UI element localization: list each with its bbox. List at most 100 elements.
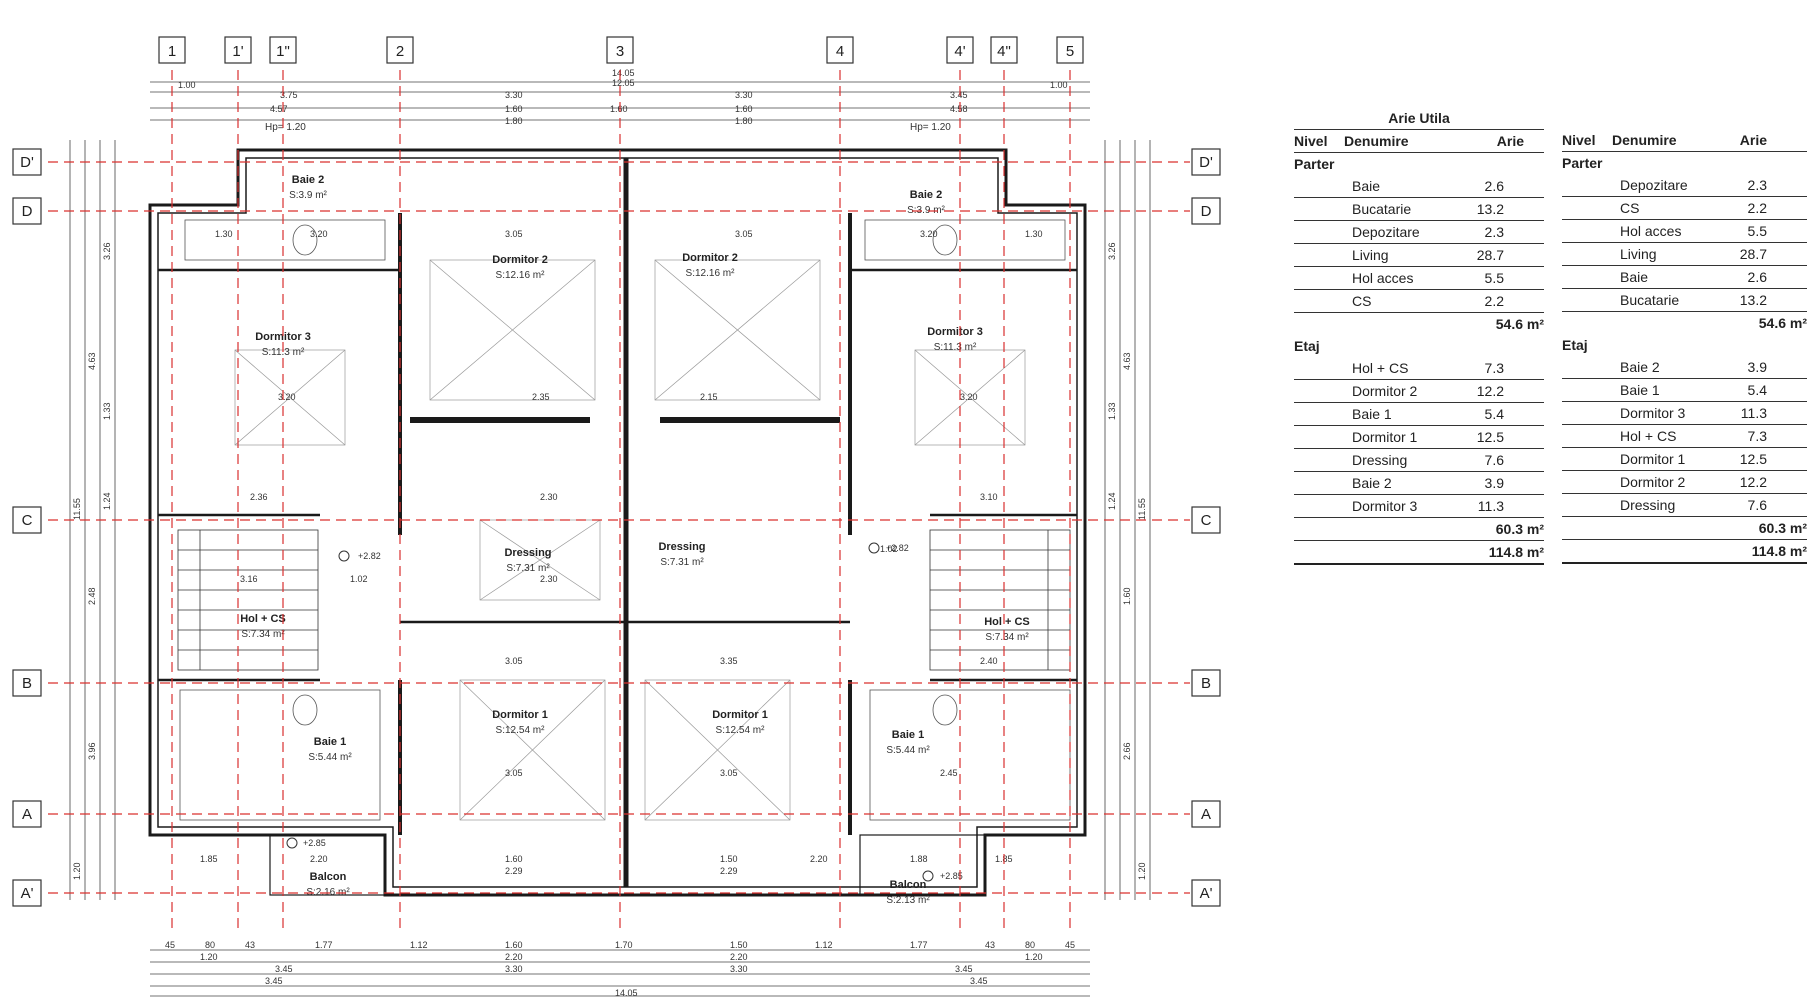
dim-bot4-2: 3.45 (970, 976, 988, 986)
table-row: Living 28.7 (1294, 244, 1544, 267)
etaj-total: 60.3 m² (1495, 521, 1544, 537)
grid-axis-tag (1191, 148, 1221, 176)
grid-row-label-right: D' (1199, 154, 1213, 171)
section-parter: Parter (1562, 155, 1603, 171)
room-name: Balcon (310, 871, 347, 883)
dim-inner: 2.29 (505, 866, 523, 876)
room-name: Dressing (658, 541, 705, 553)
furniture-crosses (234, 259, 1026, 821)
room-name-cell: Bucatarie (1352, 201, 1412, 217)
room-name: Dormitor 2 (682, 252, 738, 264)
dim-side-left: 11.55 (72, 498, 82, 520)
room-name-cell: Baie 1 (1620, 382, 1660, 398)
dim-overall-a: 14.05 (612, 68, 635, 78)
dim-inner: 2.36 (250, 492, 268, 502)
grid-row-label-left: C (22, 512, 33, 529)
grid-row-label-left: B (22, 675, 32, 692)
dim-inner: 3.16 (240, 574, 258, 584)
dim-side-right: 11.55 (1137, 498, 1147, 520)
dim-bot-3: 43 (245, 940, 255, 950)
dim-side-left: 3.26 (102, 242, 112, 260)
grid-column-label: 2 (396, 43, 404, 60)
grid-axis-tag (826, 36, 854, 64)
level-balcony-left: +2.85 (303, 838, 326, 848)
room-area: S:2.13 m² (886, 895, 930, 906)
room-area: S:7.34 m² (241, 629, 285, 640)
room-area: S:12.16 m² (496, 270, 546, 281)
dim-inner: 1.30 (215, 229, 233, 239)
area-value-cell: 5.5 (1484, 270, 1504, 286)
dim-top3-1: 1.80 (505, 116, 523, 126)
dim-bot2-4: 1.20 (1025, 952, 1043, 962)
room-area: S:12.16 m² (686, 268, 736, 279)
dim-side-right: 1.33 (1107, 402, 1117, 420)
area-value-cell: 11.3 (1477, 498, 1504, 514)
grid-axis-tag (606, 36, 634, 64)
area-value-cell: 2.2 (1484, 293, 1504, 309)
area-value-cell: 2.2 (1747, 200, 1767, 216)
dim-top-1: 1.00 (178, 80, 196, 90)
header-arie: Arie (1496, 133, 1524, 149)
walls (148, 148, 1087, 897)
room-area: S:7.34 m² (985, 632, 1029, 643)
dim-top-5: 3.45 (950, 90, 968, 100)
grid-column-label: 1' (232, 43, 243, 60)
grid-column-label: 4" (997, 43, 1011, 60)
dim-inner: 2.40 (980, 656, 998, 666)
level-marker-icon (922, 870, 934, 882)
room-name-cell: Dormitor 2 (1620, 474, 1686, 490)
grid-axis-tag (1056, 36, 1084, 64)
dim-bot-8: 1.50 (730, 940, 748, 950)
dim-inner: 3.35 (720, 656, 738, 666)
dim-side-left: 3.96 (87, 742, 97, 760)
room-name: Dormitor 1 (712, 709, 768, 721)
parter-total-row: 54.6 m² (1562, 312, 1807, 334)
bathroom-fixtures (179, 219, 1071, 821)
area-value-cell: 5.5 (1747, 223, 1767, 239)
dimension-labels: 14.05 12.05 1.00 3.75 3.30 3.30 3.45 1.0… (72, 68, 1147, 998)
room-name-cell: Dormitor 1 (1620, 451, 1686, 467)
dim-side-right: 1.20 (1137, 862, 1147, 880)
room-name: Dormitor 2 (492, 254, 548, 266)
grid-column-label: 1 (168, 43, 176, 60)
grid-row-label-right: D (1201, 203, 1212, 220)
room-name-cell: Living (1352, 247, 1389, 263)
dim-side-right: 3.26 (1107, 242, 1117, 260)
grid-column-label: 4' (954, 43, 965, 60)
grid-axis-tag (990, 36, 1018, 64)
dim-inner: 3.20 (310, 229, 328, 239)
dim-inner: 1.02 (350, 574, 368, 584)
room-name-cell: Baie (1352, 178, 1381, 194)
room-name: Baie 1 (314, 736, 346, 748)
area-value-cell: 28.7 (1476, 247, 1504, 263)
area-value-cell: 13.2 (1476, 201, 1504, 217)
room-name-cell: Dressing (1352, 452, 1408, 468)
grid-axis-tag (12, 506, 42, 534)
room-name-cell: CS (1352, 293, 1372, 309)
room-name-cell: Bucatarie (1620, 292, 1680, 308)
dim-inner: 1.85 (200, 854, 218, 864)
grid-row-label-right: C (1201, 512, 1212, 529)
section-parter: Parter (1294, 156, 1335, 172)
dim-top3-2: 1.80 (735, 116, 753, 126)
etaj-total-row: 60.3 m² (1294, 518, 1544, 541)
dim-bot3-4: 3.45 (955, 964, 973, 974)
grid-row-label-left: A' (21, 885, 34, 902)
dim-inner: 1.60 (505, 854, 523, 864)
dim-inner: 1.88 (910, 854, 928, 864)
room-name-cell: Dormitor 1 (1352, 429, 1418, 445)
parter-total-row: 54.6 m² (1294, 313, 1544, 335)
area-value-cell: 7.3 (1484, 360, 1504, 376)
grid-axis-tag (158, 36, 186, 64)
dim-side-left: 1.33 (102, 402, 112, 420)
